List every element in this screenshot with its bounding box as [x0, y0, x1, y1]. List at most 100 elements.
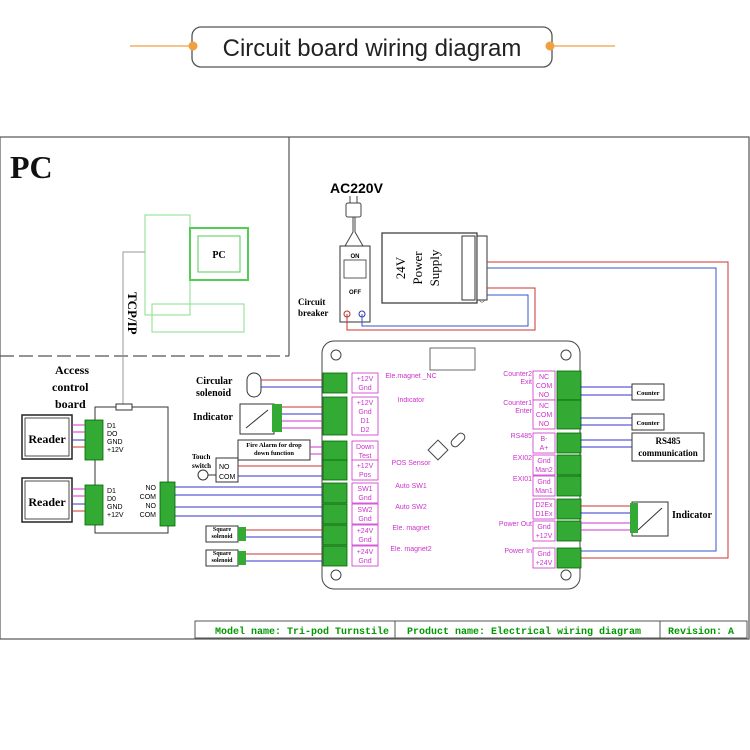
connector-block	[322, 440, 348, 462]
pc-zone-label: PC	[10, 149, 53, 185]
pin-label: NC	[539, 374, 549, 381]
svg-text:COM: COM	[219, 474, 236, 481]
pc-zone: PC PC TCP/IP	[10, 149, 249, 405]
connector-block	[322, 545, 348, 567]
pin-label: A+	[540, 445, 549, 452]
pin-label: Pos	[359, 472, 372, 479]
port-name: EXI01	[512, 476, 532, 483]
connector-block	[322, 372, 348, 394]
pin-label: Test	[359, 453, 372, 460]
svg-text:switch: switch	[192, 462, 211, 470]
pin-label: Down	[356, 444, 374, 451]
pin-label: Man2	[535, 467, 553, 474]
pin-label: +24V	[536, 560, 553, 567]
connector-block	[322, 503, 348, 525]
pin-label: Gnd	[537, 551, 550, 558]
svg-text:control: control	[52, 380, 89, 394]
svg-text:Access: Access	[55, 363, 89, 377]
acb-pin-label: D0	[107, 496, 116, 503]
pin-label: D2	[361, 427, 370, 434]
outer-frame	[0, 136, 750, 640]
port-name: Auto SW1	[395, 483, 427, 490]
connector-block	[556, 475, 582, 497]
connector-block	[556, 498, 582, 520]
ac-label: AC220V	[330, 180, 384, 196]
connector-block	[322, 482, 348, 504]
pin-label: SW2	[357, 507, 372, 514]
pin-label: +24V	[357, 528, 374, 535]
port-name: RS485	[510, 433, 532, 440]
pin-label: Man1	[535, 488, 553, 495]
connector-block	[556, 399, 582, 430]
svg-text:Circuit: Circuit	[298, 297, 325, 307]
connector-block	[322, 524, 348, 546]
svg-text:Indicator: Indicator	[672, 510, 713, 521]
acb-pin-label: GND	[107, 439, 123, 446]
port-name: Power Out	[498, 521, 532, 528]
acb-relay-pin-label: COM	[140, 512, 157, 519]
pin-label: Gnd	[358, 409, 371, 416]
pin-label: Gnd	[358, 516, 371, 523]
reader-2: Reader	[28, 495, 66, 509]
pin-label: NC	[539, 403, 549, 410]
tcpip-label: TCP/IP	[125, 292, 140, 335]
svg-text:Supply: Supply	[427, 249, 442, 286]
pin-label: Gnd	[358, 495, 371, 502]
pin-label: NO	[539, 392, 550, 399]
pc-monitor-label: PC	[212, 250, 225, 261]
acb-relay-pin-label: NO	[146, 503, 157, 510]
port-name: Power In	[504, 548, 532, 555]
pin-label: Gnd	[537, 458, 550, 465]
port-name: Counter1 Enter	[503, 400, 532, 415]
pin-label: +12V	[536, 533, 553, 540]
power-section: AC220V ON OFF Circuit breaker 24V Power …	[298, 180, 729, 559]
svg-text:communication: communication	[638, 448, 698, 458]
pin-label: +12V	[357, 400, 374, 407]
pin-label: D1	[361, 418, 370, 425]
product-name: Product name: Electrical wiring diagram	[407, 626, 641, 638]
pin-label: Gnd	[358, 537, 371, 544]
acb-pin-label: D1	[107, 423, 116, 430]
access-control-board: Access control board D1DOGND+12VD1D0GND+…	[21, 363, 176, 534]
connector-block	[556, 520, 582, 542]
pin-label: COM	[536, 383, 553, 390]
svg-text:Touch: Touch	[192, 453, 211, 461]
acb-pin-label: +12V	[107, 512, 124, 519]
pin-label: NO	[539, 421, 550, 428]
svg-text:ON: ON	[351, 254, 360, 260]
acb-pin-label: DO	[107, 431, 118, 438]
pin-label: D2Ex	[535, 502, 553, 509]
port-name: Ele. magnet2	[390, 546, 432, 553]
page-title: Circuit board wiring diagram	[223, 35, 522, 62]
revision: Revision: A	[668, 626, 734, 638]
acb-pin-label: D1	[107, 488, 116, 495]
svg-text:OFF: OFF	[349, 290, 361, 296]
connector-block	[322, 459, 348, 481]
port-name: EXI02	[512, 455, 532, 462]
svg-text:Circular: Circular	[196, 376, 233, 387]
left-devices: Circular solenoid Indicator Fire Alarm f…	[175, 372, 322, 567]
right-devices: Counter Counter RS485 communication Indi…	[580, 383, 713, 537]
port-name: Indicator	[397, 397, 425, 404]
svg-text:Counter: Counter	[636, 390, 659, 397]
connector-block	[556, 432, 582, 454]
port-name: Ele. magnet	[392, 525, 430, 532]
svg-text:RS485: RS485	[655, 436, 681, 446]
acb-relay-pin-label: NO	[146, 485, 157, 492]
pin-label: +12V	[357, 463, 374, 470]
svg-text:Power: Power	[410, 251, 425, 285]
port-name: Auto SW2	[395, 504, 427, 511]
reader-1: Reader	[28, 432, 66, 446]
port-name: Ele.magnet _NC	[385, 373, 437, 380]
svg-text:solenoid: solenoid	[196, 388, 231, 399]
port-name: Counter2 Exit	[503, 371, 532, 386]
pin-label: +24V	[357, 549, 374, 556]
connector-block	[556, 370, 582, 401]
acb-pin-label: +12V	[107, 447, 124, 454]
pin-label: B-	[541, 436, 549, 443]
connector-block	[556, 547, 582, 569]
acb-relay-pin-label: COM	[140, 494, 157, 501]
svg-text:NO: NO	[219, 464, 230, 471]
pin-label: COM	[536, 412, 553, 419]
